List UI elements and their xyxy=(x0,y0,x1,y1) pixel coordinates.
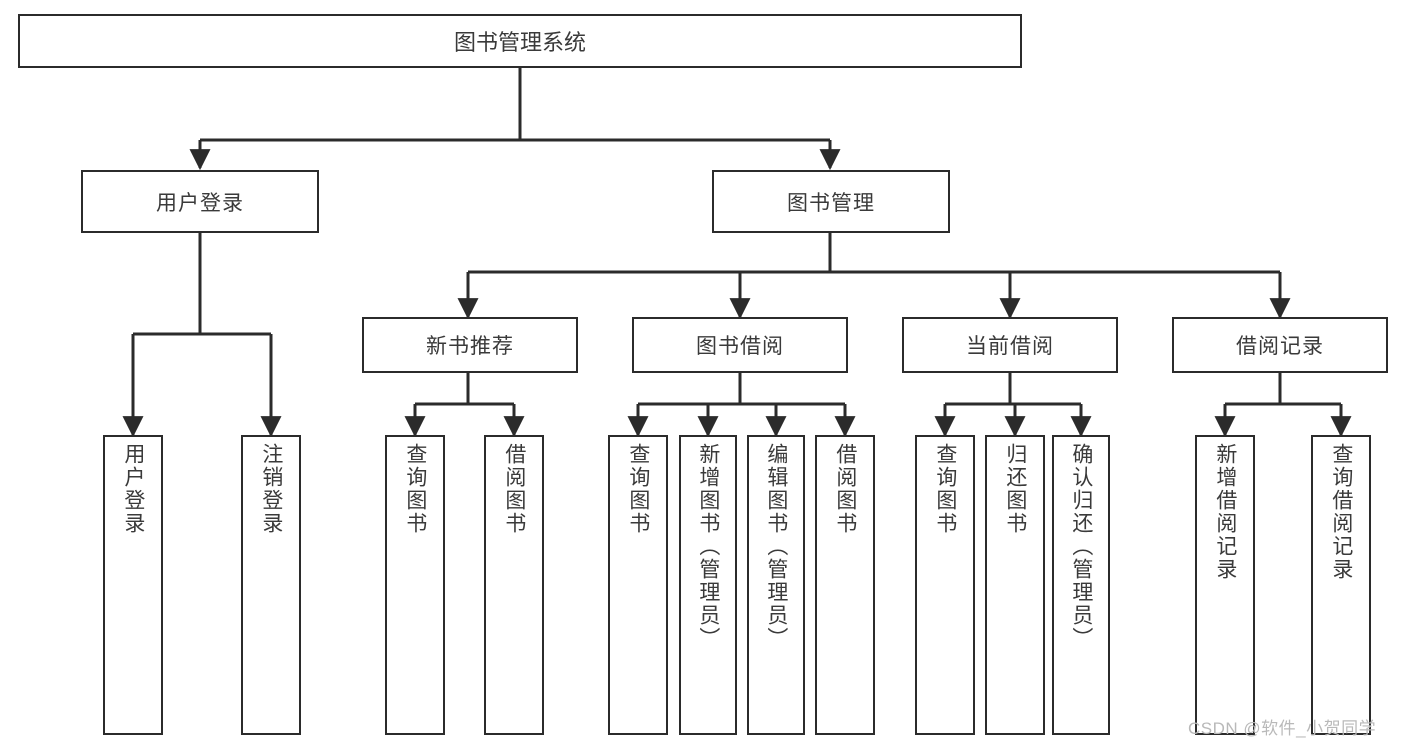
leaf-current-confirm-return-admin[interactable]: 确认归还（管理员） xyxy=(1052,435,1110,735)
node-current-borrow[interactable]: 当前借阅 xyxy=(902,317,1118,373)
leaf-user-login-logout[interactable]: 注销登录 xyxy=(241,435,301,735)
leaf-user-login-login[interactable]: 用户登录 xyxy=(103,435,163,735)
leaf-current-return-book[interactable]: 归还图书 xyxy=(985,435,1045,735)
leaf-recommend-borrow-book[interactable]: 借阅图书 xyxy=(484,435,544,735)
csdn-watermark: CSDN @软件_小贺同学 xyxy=(1188,719,1377,738)
leaf-borrow-add-book-admin[interactable]: 新增图书（管理员） xyxy=(679,435,737,735)
node-user-login[interactable]: 用户登录 xyxy=(81,170,319,233)
node-book-management[interactable]: 图书管理 xyxy=(712,170,950,233)
leaf-current-query-book[interactable]: 查询图书 xyxy=(915,435,975,735)
leaf-borrow-query-book[interactable]: 查询图书 xyxy=(608,435,668,735)
node-book-borrow[interactable]: 图书借阅 xyxy=(632,317,848,373)
leaf-record-add-record[interactable]: 新增借阅记录 xyxy=(1195,435,1255,735)
node-root-system[interactable]: 图书管理系统 xyxy=(18,14,1022,68)
leaf-borrow-borrow-book[interactable]: 借阅图书 xyxy=(815,435,875,735)
leaf-recommend-query-book[interactable]: 查询图书 xyxy=(385,435,445,735)
node-new-book-recommend[interactable]: 新书推荐 xyxy=(362,317,578,373)
node-borrow-record[interactable]: 借阅记录 xyxy=(1172,317,1388,373)
leaf-record-query-record[interactable]: 查询借阅记录 xyxy=(1311,435,1371,735)
leaf-borrow-edit-book-admin[interactable]: 编辑图书（管理员） xyxy=(747,435,805,735)
